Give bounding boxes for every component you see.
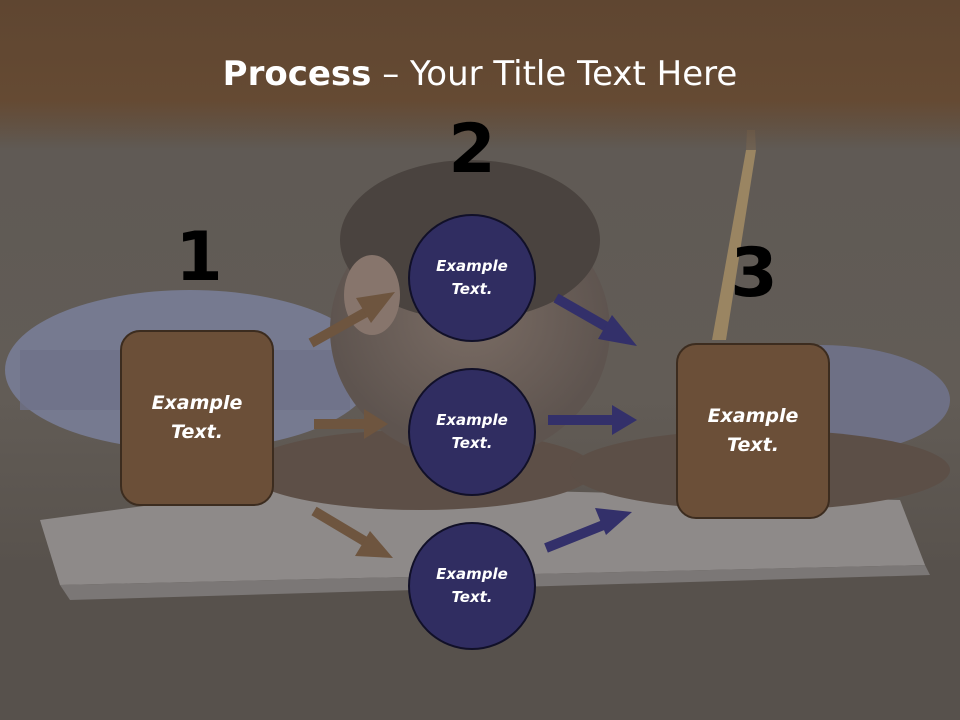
step-circle-bottom: Example Text. [408,522,536,650]
step-box-1-text: Example Text. [151,392,243,443]
step-circle-middle-text: Example Text. [436,411,508,452]
title-rest: Your Title Text Here [410,54,738,94]
arrow-circle-bottom-to-box3 [544,508,632,553]
arrow-box1-to-circle-top [308,292,395,348]
arrow-box1-to-circle-middle [314,409,388,439]
step-circle-middle: Example Text. [408,368,536,496]
title-bold: Process [222,54,372,94]
slide-title: Process – Your Title Text Here [0,52,960,96]
step-circle-bottom-text: Example Text. [436,565,508,606]
step-circle-top-text: Example Text. [436,257,508,298]
step-circle-top: Example Text. [408,214,536,342]
step-box-1: Example Text. [120,330,274,506]
title-dash: – [382,54,400,94]
step-number-2: 2 [448,110,496,189]
title-bar [0,0,960,150]
arrow-box1-to-circle-bottom [311,506,393,558]
step-number-1: 1 [175,218,223,297]
step-box-3: Example Text. [676,343,830,519]
step-box-3-text: Example Text. [707,405,799,456]
arrow-circle-top-to-box3 [553,293,637,346]
arrow-circle-middle-to-box3 [548,405,637,435]
step-number-3: 3 [730,234,778,313]
